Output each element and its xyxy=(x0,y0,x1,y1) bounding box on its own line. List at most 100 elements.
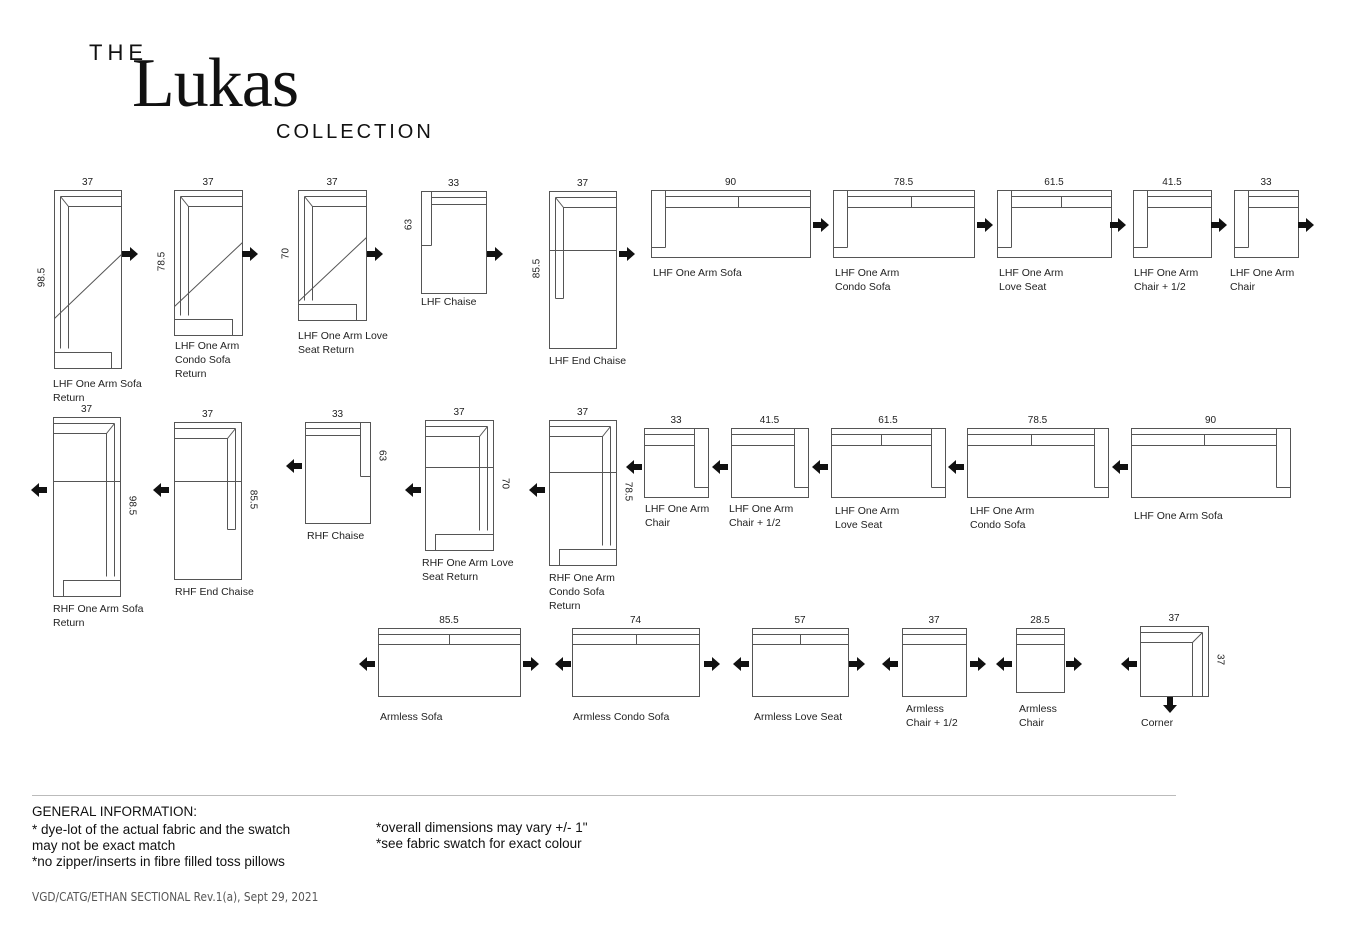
arrow-down-icon xyxy=(1163,697,1177,713)
piece-name: LHF One Arm Love Seat xyxy=(835,505,900,531)
width-dimension: 74 xyxy=(629,615,642,626)
width-dimension: 33 xyxy=(331,409,344,420)
width-dimension: 37 xyxy=(201,409,214,420)
width-dimension: 61.5 xyxy=(878,415,898,426)
note: * dye-lot of the actual fabric and the s… xyxy=(32,822,291,837)
piece-outline xyxy=(967,428,1109,498)
depth-dimension: 63 xyxy=(376,449,388,461)
piece-name: LHF One Arm Love Seat Return xyxy=(298,330,388,356)
width-dimension: 37 xyxy=(576,407,589,418)
width-dimension: 61.5 xyxy=(1044,177,1064,188)
width-dimension: 41.5 xyxy=(1162,177,1182,188)
piece-name: Armless Condo Sofa xyxy=(573,711,670,723)
piece-name: LHF One Arm Love Seat xyxy=(999,267,1064,293)
seat-divider xyxy=(54,254,122,319)
width-dimension: 90 xyxy=(1204,415,1217,426)
width-dimension: 90 xyxy=(724,177,737,188)
piece-name: LHF One Arm Chair + 1/2 xyxy=(729,503,794,529)
depth-dimension: 78.5 xyxy=(622,481,634,501)
piece-outline xyxy=(572,628,700,697)
piece-name: LHF One Arm Sofa Return xyxy=(53,378,142,404)
piece-name: LHF One Arm Condo Sofa Return xyxy=(175,340,240,380)
arrow-left-icon xyxy=(359,657,375,671)
piece-name: LHF One Arm Condo Sofa xyxy=(835,267,900,293)
arrow-right-icon xyxy=(619,247,635,261)
width-dimension: 33 xyxy=(1260,177,1272,188)
arrow-right-icon xyxy=(122,247,138,261)
piece-outline xyxy=(833,190,975,258)
note: *overall dimensions may vary +/- 1" xyxy=(376,820,588,835)
piece-name: LHF One Arm Sofa xyxy=(1134,510,1223,522)
piece-name: LHF End Chaise xyxy=(549,355,627,367)
corner-line xyxy=(555,197,564,208)
arm-block xyxy=(63,580,121,597)
width-dimension: 37 xyxy=(928,615,940,626)
piece-outline xyxy=(549,191,617,349)
width-dimension: 37 xyxy=(453,407,465,418)
arrow-right-icon xyxy=(523,657,539,671)
width-dimension: 37 xyxy=(326,177,338,188)
seat-divider xyxy=(298,237,367,302)
width-dimension: 85.5 xyxy=(439,615,459,626)
general-notes-right: *overall dimensions may vary +/- 1" *see… xyxy=(376,820,588,852)
arrow-left-icon xyxy=(555,657,571,671)
title-lukas: Lukas xyxy=(132,45,299,122)
width-dimension: 37 xyxy=(80,404,93,415)
piece-name: Corner xyxy=(1141,717,1174,729)
depth-dimension: 70 xyxy=(499,477,511,490)
piece-name: RHF Chaise xyxy=(307,530,365,542)
corner-line xyxy=(227,428,236,439)
piece-name: LHF One Arm Sofa xyxy=(653,267,742,279)
piece-outline xyxy=(651,190,811,258)
corner-line xyxy=(1192,632,1203,643)
arrow-left-icon xyxy=(712,460,728,474)
arrow-left-icon xyxy=(529,483,545,497)
arrow-right-icon xyxy=(849,657,865,671)
piece-name: Armless Chair + 1/2 xyxy=(906,703,958,729)
piece-name: LHF One Arm Condo Sofa xyxy=(970,505,1035,531)
piece-name: Armless Love Seat xyxy=(754,711,843,723)
piece-name: RHF End Chaise xyxy=(175,586,254,598)
arrow-left-icon xyxy=(286,459,302,473)
arm-block xyxy=(435,534,494,551)
depth-dimension: 70 xyxy=(280,247,292,260)
piece-outline xyxy=(425,420,494,551)
arm-block xyxy=(559,549,617,566)
general-info-heading: GENERAL INFORMATION: xyxy=(32,804,198,819)
title-collection: COLLECTION xyxy=(276,121,434,143)
width-dimension: 78.5 xyxy=(1027,415,1048,426)
depth-dimension: 37 xyxy=(1214,653,1226,666)
piece-name: LHF One Arm Chair xyxy=(645,503,710,529)
piece-outline xyxy=(298,190,367,321)
width-dimension: 37 xyxy=(576,178,589,189)
arrow-left-icon xyxy=(1112,460,1128,474)
width-dimension: 41.5 xyxy=(759,415,780,426)
piece-name: RHF One Arm Love Seat Return xyxy=(422,557,514,583)
piece-outline xyxy=(305,422,371,524)
divider xyxy=(32,795,1176,796)
arrow-left-icon xyxy=(996,657,1012,671)
piece-outline xyxy=(1131,428,1291,498)
title-the: THE xyxy=(89,40,148,65)
depth-dimension: 98.5 xyxy=(126,495,138,515)
piece-outline xyxy=(421,191,487,294)
piece-outline xyxy=(644,428,709,498)
corner-line xyxy=(602,426,611,437)
corner-line xyxy=(180,196,189,207)
arrow-left-icon xyxy=(405,483,421,497)
piece-outline xyxy=(1140,626,1209,697)
piece-outline xyxy=(752,628,849,697)
note: *see fabric swatch for exact colour xyxy=(376,836,582,851)
arrow-right-icon xyxy=(1110,218,1126,232)
width-dimension: 33 xyxy=(670,415,682,426)
depth-dimension: 78.5 xyxy=(156,251,168,271)
corner-line xyxy=(60,196,69,207)
depth-dimension: 63 xyxy=(403,218,415,230)
depth-dimension: 85.5 xyxy=(247,489,259,509)
piece-name: Armless Chair xyxy=(1019,703,1057,729)
arrow-left-icon xyxy=(948,460,964,474)
depth-dimension: 98.5 xyxy=(36,267,48,288)
general-notes-left: * dye-lot of the actual fabric and the s… xyxy=(32,822,290,870)
